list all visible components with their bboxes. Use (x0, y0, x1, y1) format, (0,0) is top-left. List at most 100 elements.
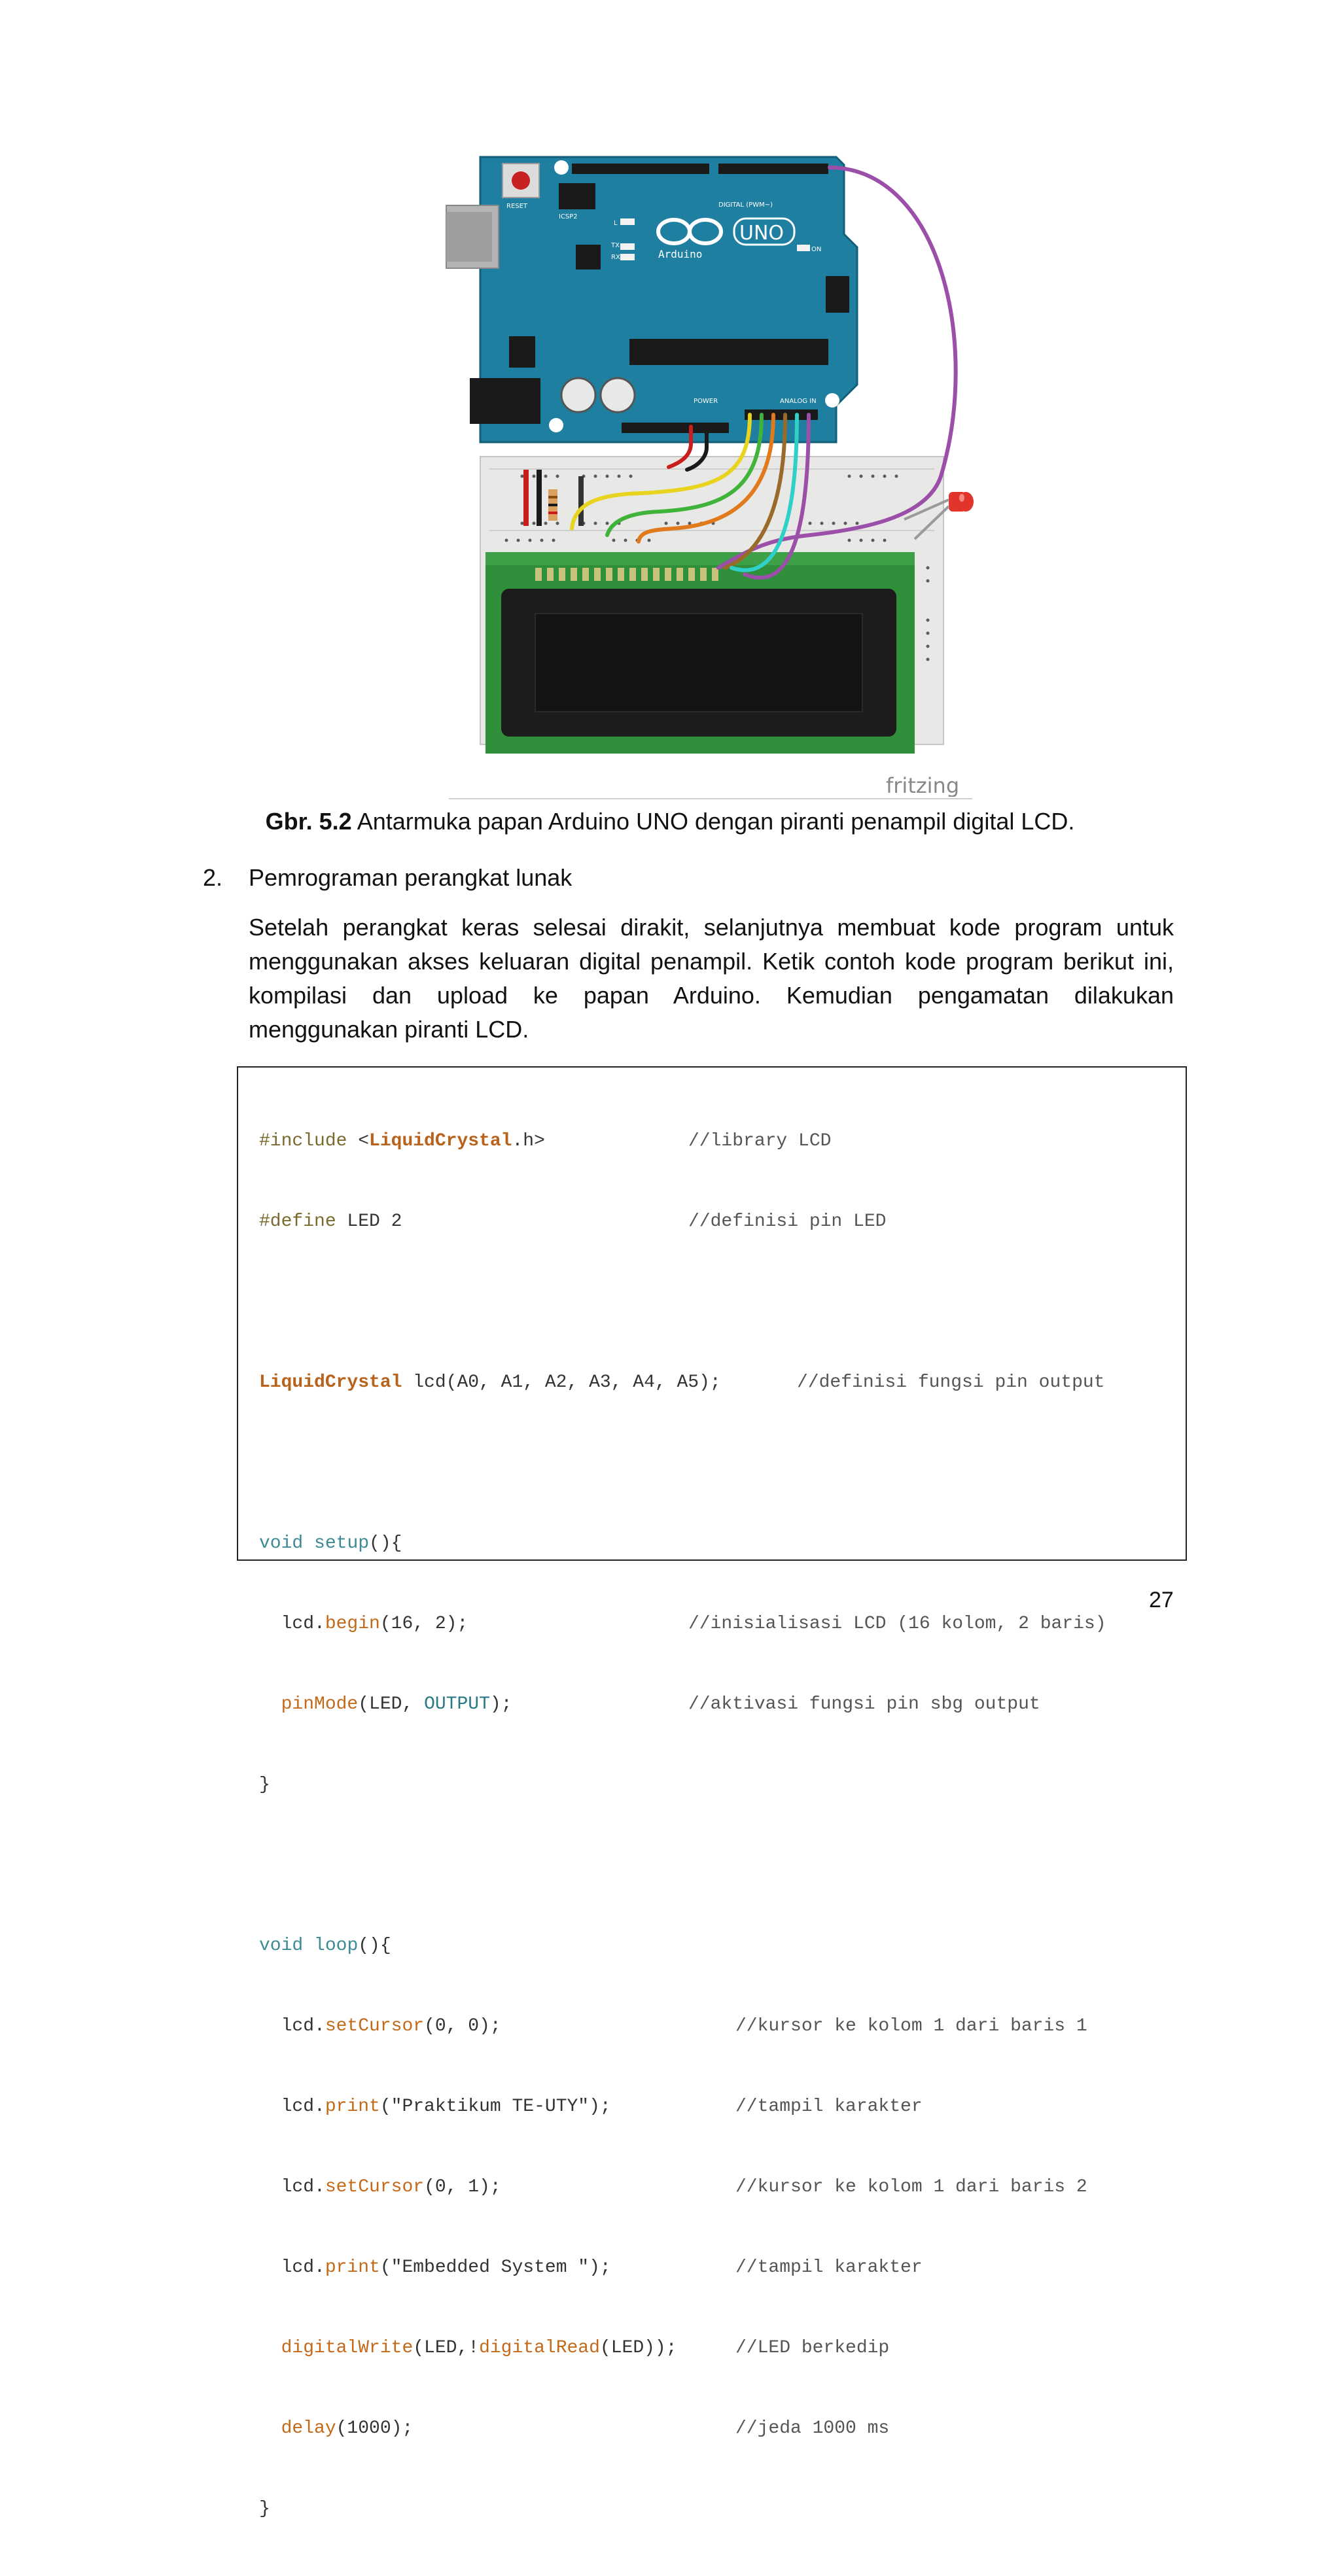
code-line: lcd.setCursor(0, 0);//kursor ke kolom 1 … (259, 2013, 1087, 2040)
code-token: OUTPUT (424, 1694, 490, 1714)
code-token: (16, 2); (379, 1614, 468, 1634)
power-label: POWER (694, 398, 718, 405)
code-token: ("Praktikum TE-UTY"); (379, 2097, 611, 2117)
digital-header-2 (718, 164, 828, 174)
code-token: (LED,! (413, 2338, 480, 2358)
code-token: (0, 1); (424, 2177, 501, 2197)
code-comment: //library LCD (688, 1131, 832, 1151)
power-header (622, 423, 729, 433)
code-line-blank (259, 1852, 721, 1879)
list-number: 2. (203, 864, 223, 891)
code-token: #define (259, 1211, 336, 1232)
code-token: LiquidCrystal (259, 1372, 402, 1393)
lcd-module (485, 552, 915, 754)
code-comment: //jeda 1000 ms (735, 2418, 890, 2439)
figure-caption-label: Gbr. 5.2 (265, 808, 352, 835)
code-comment: //tampil karakter (735, 2257, 923, 2278)
code-token: (LED, (358, 1694, 425, 1714)
jumper-wires (570, 165, 958, 580)
code-token (303, 1533, 314, 1554)
figure-underline (449, 798, 972, 799)
code-token (259, 1694, 281, 1714)
code-line: void setup(){ (259, 1530, 721, 1557)
code-token: (LED)); (599, 2338, 677, 2358)
analog-label: ANALOG IN (780, 398, 817, 405)
digital-header-1 (572, 164, 709, 174)
code-token: #include (259, 1131, 347, 1151)
code-line: lcd.print("Praktikum TE-UTY");//tampil k… (259, 2093, 923, 2120)
code-token: ); (489, 1694, 512, 1714)
code-comment: //kursor ke kolom 1 dari baris 2 (735, 2177, 1087, 2197)
jumper-red (523, 470, 529, 526)
code-line: } (259, 1771, 721, 1798)
code-token (303, 1936, 314, 1956)
code-token: .h> (512, 1131, 545, 1151)
brand-label: Arduino (658, 248, 702, 260)
code-line: #define LED 2 //definisi pin LED (259, 1208, 886, 1235)
circuit-figure: RESET ICSP2 DIGITAL (PWM~) UNO Arduino O… (444, 149, 987, 797)
rx-label: RX (611, 254, 620, 261)
code-line: void loop(){ (259, 1932, 721, 1959)
code-token: < (347, 1131, 370, 1151)
figure-caption-text: Antarmuka papan Arduino UNO dengan piran… (351, 808, 1075, 835)
uno-label: UNO (739, 222, 784, 245)
code-token: print (325, 2257, 380, 2278)
code-token: void (259, 1936, 304, 1956)
code-block: #include <LiquidCrystal.h>//library LCD … (259, 1074, 1106, 2576)
code-token: lcd. (259, 2097, 325, 2117)
capacitor (560, 377, 597, 413)
tx-label: TX (610, 242, 620, 249)
on-label: ON (811, 246, 821, 253)
code-token: LiquidCrystal (369, 1131, 512, 1151)
code-token: setup (314, 1533, 370, 1554)
icsp-label: ICSP2 (559, 213, 578, 220)
code-token: (1000); (336, 2418, 414, 2439)
code-token: lcd(A0, A1, A2, A3, A4, A5); (402, 1372, 721, 1393)
code-token: pinMode (281, 1694, 359, 1714)
microcontroller-chip (629, 339, 828, 365)
code-token: (){ (369, 1533, 402, 1554)
code-token: } (259, 2499, 270, 2519)
code-line: digitalWrite(LED,!digitalRead(LED));//LE… (259, 2335, 890, 2361)
code-comment: //inisialisasi LCD (16 kolom, 2 baris) (688, 1614, 1106, 1634)
code-token: setCursor (325, 2016, 425, 2036)
code-line: #include <LiquidCrystal.h> //library LCD (259, 1128, 831, 1155)
code-token: ("Embedded System "); (379, 2257, 611, 2278)
code-line-blank (259, 1289, 721, 1315)
code-line-blank (259, 1450, 721, 1476)
code-listing: #include <LiquidCrystal.h>//library LCD … (237, 1066, 1187, 2519)
reset-label: RESET (506, 203, 528, 210)
code-line: delay(1000); //jeda 1000 ms (259, 2415, 890, 2442)
code-line: lcd.begin(16, 2);//inisialisasi LCD (16 … (259, 1610, 1106, 1637)
dc-jack (470, 378, 540, 424)
code-token: digitalRead (479, 2338, 600, 2358)
code-line: } (259, 2496, 721, 2522)
code-token: setCursor (325, 2177, 425, 2197)
circuit-illustration: RESET ICSP2 DIGITAL (PWM~) UNO Arduino O… (446, 156, 974, 797)
code-line: pinMode(LED, OUTPUT); //aktivasi fungsi p… (259, 1691, 1040, 1718)
list-title: Pemrograman perangkat lunak (249, 864, 573, 891)
code-token: loop (314, 1936, 359, 1956)
code-line: lcd.setCursor(0, 1); //kursor ke kolom 1 … (259, 2174, 1087, 2201)
code-token: begin (325, 1614, 380, 1634)
code-token: lcd. (259, 2257, 325, 2278)
code-comment: //LED berkedip (735, 2338, 890, 2358)
page-number: 27 (1149, 1588, 1174, 1612)
code-token (259, 2418, 281, 2439)
code-comment: //definisi pin LED (688, 1211, 887, 1232)
code-comment: //aktivasi fungsi pin sbg output (688, 1694, 1040, 1714)
l-label: L (614, 220, 618, 227)
code-token: (0, 0); (424, 2016, 501, 2036)
code-token: LED 2 (336, 1211, 402, 1232)
code-line: LiquidCrystal lcd(A0, A1, A2, A3, A4, A5… (259, 1369, 1104, 1396)
arduino-board: RESET ICSP2 DIGITAL (PWM~) UNO Arduino O… (446, 156, 858, 444)
code-token: lcd. (259, 2016, 325, 2036)
code-comment: //definisi fungsi pin output (797, 1372, 1105, 1393)
fritzing-watermark: fritzing (886, 773, 959, 797)
code-token: } (259, 1775, 270, 1795)
code-token: delay (281, 2418, 336, 2439)
code-token: lcd. (259, 2177, 325, 2197)
code-token (259, 2338, 281, 2358)
code-token: void (259, 1533, 304, 1554)
code-line: lcd.print("Embedded System "); //tampil k… (259, 2254, 923, 2281)
